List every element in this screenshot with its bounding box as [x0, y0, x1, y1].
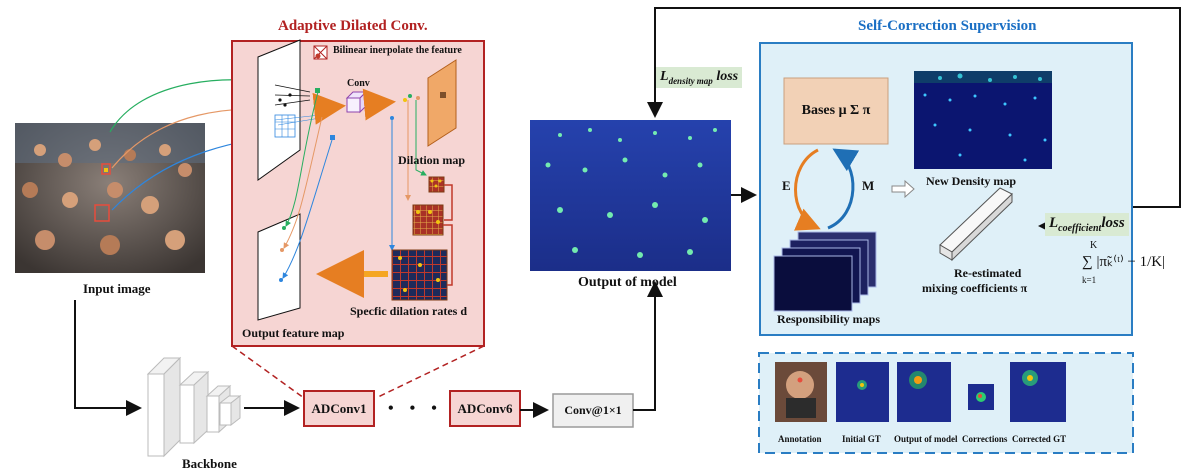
density-map-loss-label: Ldensity map loss: [656, 67, 743, 88]
output-orange-line: [283, 116, 323, 249]
responsibility-label: Responsibility maps: [777, 312, 881, 326]
conv1x1-box: [552, 393, 634, 428]
output-green-line: [285, 91, 319, 227]
output-density-image: [530, 120, 731, 271]
conv-label: Conv: [347, 78, 370, 89]
conv-cube-icon: [345, 90, 368, 114]
e-step-arrow: [793, 148, 821, 231]
self-correction-title: Self-Correction Supervision: [858, 18, 1037, 34]
coefficient-formula: ∑ |π̃ₖ⁽ᵗ⁾ − 1/K|: [1082, 254, 1166, 270]
backbone-blocks: [146, 356, 242, 458]
example-output-image: [897, 362, 951, 422]
mixing-coefficient-bar-icon: [939, 187, 1013, 262]
dilation-map-plane: [427, 59, 457, 147]
conv1x1-label: Conv@1×1: [564, 403, 622, 417]
m-step-label: M: [862, 178, 875, 193]
e-step-label: E: [782, 178, 791, 193]
adaptive-title: Adaptive Dilated Conv.: [278, 18, 428, 34]
feedback-loop-arrow: [647, 7, 1181, 208]
to-conv-arrow: [312, 92, 346, 125]
example-label-annotation: Annotation: [778, 434, 822, 444]
bilinear-label: Bilinear inerpolate the feature: [333, 45, 462, 56]
conv-to-output-arrow: [633, 281, 663, 411]
dilation-map-label: Dilation map: [398, 153, 466, 167]
adconv6-label: ADConv6: [457, 400, 513, 416]
responsibility-maps-stack: [773, 231, 877, 312]
backbone-label: Backbone: [182, 456, 237, 471]
dilation-grid-medium: [412, 204, 444, 236]
dilation-grid-points: [398, 179, 442, 292]
sample-point-blue: [330, 135, 335, 140]
reestimated-line1: Re-estimated: [954, 266, 1022, 280]
output-feature-map-label: Output feature map: [242, 326, 345, 340]
bases-box: [783, 77, 889, 145]
grid-brackets: [443, 184, 453, 286]
dilation-grid-small: [428, 176, 445, 193]
hollow-arrow-icon: [891, 179, 915, 199]
output-feature-plane: [257, 213, 301, 321]
example-label-corrections: Corrections: [962, 434, 1008, 444]
bilinear-icon: [313, 45, 328, 60]
specific-rates-label: Specfic dilation rates d: [350, 304, 467, 318]
adconv1-label: ADConv1: [311, 400, 367, 416]
bases-label: Bases μ Σ π: [801, 103, 871, 118]
adconv1-box: [303, 390, 375, 427]
example-annotation-image: [775, 362, 827, 422]
new-density-map: [914, 71, 1052, 169]
dilation-map-point: [440, 92, 446, 98]
input-image: [15, 123, 205, 273]
coefficient-loss-label: Lcoefficientloss: [1045, 213, 1129, 236]
example-label-output: Output of model: [894, 434, 958, 444]
output-of-model-label: Output of model: [578, 275, 677, 290]
output-blue-line: [282, 139, 333, 279]
example-label-initial-gt: Initial GT: [842, 434, 881, 444]
formula-top: K: [1090, 240, 1098, 251]
example-initial-gt-image: [836, 362, 889, 422]
input-to-backbone-arrow: [74, 300, 142, 416]
from-conv-arrow: [362, 88, 396, 121]
m-step-arrow: [827, 148, 860, 230]
sample-point-orange: [320, 112, 325, 117]
input-image-label: Input image: [83, 281, 151, 296]
reestimated-line2: mixing coefficients π: [922, 281, 1028, 295]
adconv6-box: [449, 390, 521, 427]
green-line-to-grid: [415, 100, 427, 176]
input-feature-plane: [257, 39, 301, 181]
formula-bottom: k=1: [1082, 275, 1097, 285]
example-corrections-image: [968, 384, 994, 410]
pipeline-dots: • • •: [388, 400, 443, 417]
example-corrected-gt-image: [1010, 362, 1066, 422]
dashed-connector-left: [231, 345, 305, 399]
sample-point-green: [315, 88, 320, 93]
new-density-label: New Density map: [926, 174, 1016, 188]
example-label-corrected-gt: Corrected GT: [1012, 434, 1067, 444]
